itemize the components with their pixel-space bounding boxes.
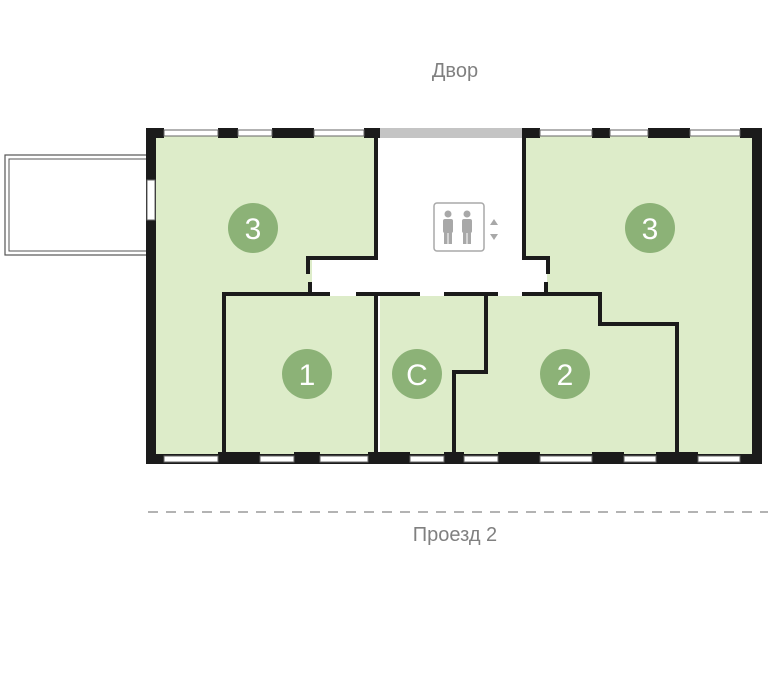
apartment-3-left[interactable] bbox=[156, 136, 376, 455]
balcony-door bbox=[146, 179, 156, 221]
balcony bbox=[4, 154, 149, 256]
badge-label: 3 bbox=[245, 213, 262, 246]
badge-label: 1 bbox=[299, 359, 316, 392]
entrance-band bbox=[380, 128, 522, 138]
badge-apartment-studio: С bbox=[392, 349, 442, 399]
windows-top bbox=[163, 129, 741, 137]
badge-label: С bbox=[406, 359, 428, 392]
badge-apartment-2: 2 bbox=[540, 349, 590, 399]
elevator-icon bbox=[433, 202, 498, 252]
badge-apartment-3-left: 3 bbox=[228, 203, 278, 253]
badge-apartment-3-right: 3 bbox=[625, 203, 675, 253]
badge-label: 3 bbox=[642, 213, 659, 246]
interior-walls bbox=[222, 136, 679, 455]
driveway-label: Проезд 2 bbox=[413, 524, 497, 546]
badge-apartment-1: 1 bbox=[282, 349, 332, 399]
apartment-3-right[interactable] bbox=[524, 136, 752, 455]
outer-walls bbox=[146, 128, 762, 464]
courtyard-label: Двор bbox=[432, 60, 478, 82]
badge-label: 2 bbox=[557, 359, 574, 392]
windows-bottom bbox=[163, 455, 741, 463]
